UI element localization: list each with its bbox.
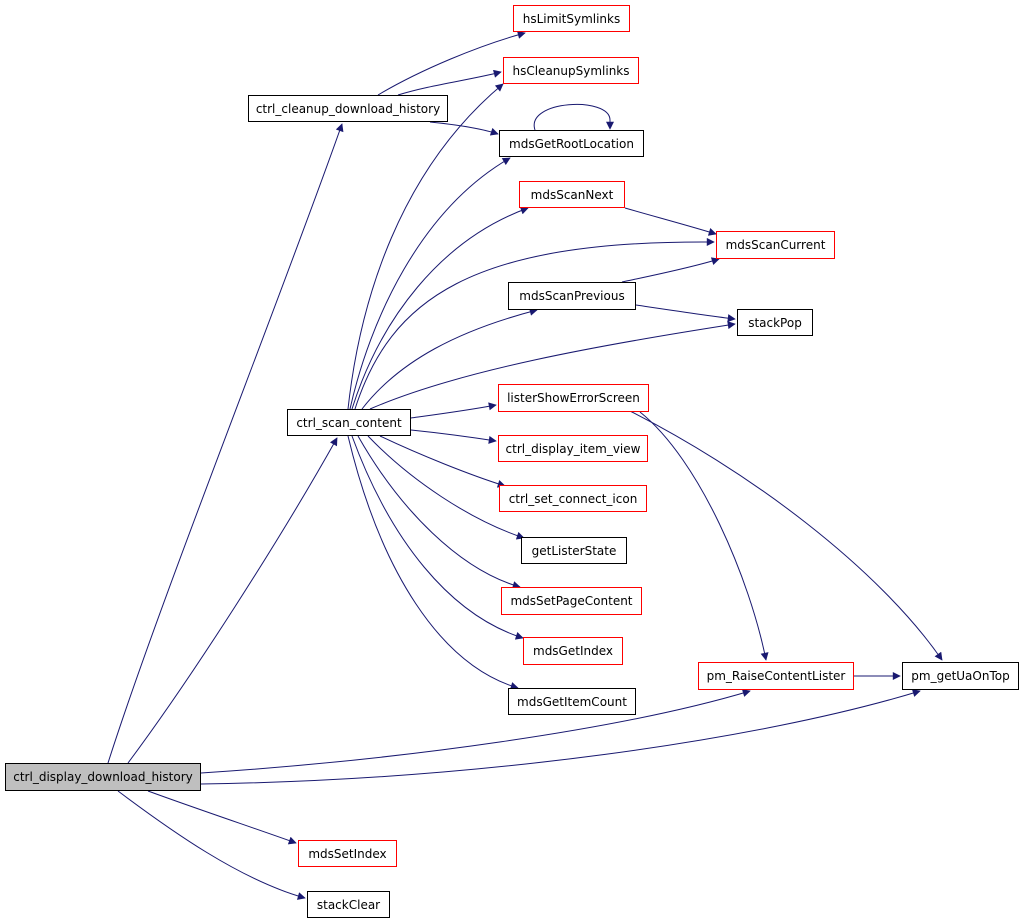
node-label: mdsGetRootLocation (509, 136, 634, 151)
edge-ctrl_scan_content-to-mdsGetIndex (351, 435, 524, 640)
edge-mdsScanNext-to-mdsScanCurrent (624, 207, 717, 236)
edge-ctrl_scan_content-to-listerShowErrorScreen (410, 402, 497, 419)
edge-ctrl_cleanup_download_history-to-hsCleanupSymlinks (397, 69, 502, 96)
node-label: mdsScanPrevious (519, 289, 625, 303)
node-label: ctrl_scan_content (296, 415, 402, 430)
edge-ctrl_display_download_history-to-ctrl_scan_content (127, 437, 338, 764)
node-label: mdsScanCurrent (725, 238, 826, 252)
edge-ctrl_display_download_history-to-stackClear (117, 790, 306, 900)
edge-mdsGetRootLocation-to-mdsGetRootLocation (533, 103, 614, 131)
node-lister-show-error-screen[interactable]: listerShowErrorScreen (498, 384, 649, 412)
edge-ctrl_scan_content-to-ctrl_display_item_view (410, 429, 497, 444)
node-mds-set-index[interactable]: mdsSetIndex (298, 840, 397, 867)
edge-ctrl_scan_content-to-mdsSetPageContent (357, 435, 521, 589)
node-get-lister-state[interactable]: getListerState (521, 537, 627, 564)
node-ctrl-set-connect-icon[interactable]: ctrl_set_connect_icon (499, 485, 647, 512)
edge-ctrl_scan_content-to-mdsScanCurrent (354, 237, 715, 410)
node-label: mdsSetIndex (308, 846, 387, 861)
node-pm-get-ua-on-top[interactable]: pm_getUaOnTop (902, 662, 1019, 690)
edge-ctrl_scan_content-to-mdsGetItemCount (347, 435, 519, 690)
node-pm-raise-content-lister[interactable]: pm_RaiseContentLister (698, 662, 854, 690)
node-label: stackPop (748, 315, 802, 330)
node-label: ctrl_set_connect_icon (508, 491, 638, 506)
edge-ctrl_scan_content-to-mdsScanPrevious (361, 307, 538, 410)
node-ctrl-cleanup-download-history[interactable]: ctrl_cleanup_download_history (248, 95, 448, 122)
node-label: pm_getUaOnTop (911, 669, 1010, 683)
edge-ctrl_scan_content-to-hsCleanupSymlinks (347, 83, 504, 410)
node-label: mdsSetPageContent (510, 594, 633, 608)
node-label: ctrl_cleanup_download_history (255, 101, 441, 116)
node-mds-get-index[interactable]: mdsGetIndex (523, 637, 623, 665)
node-ctrl-scan-content[interactable]: ctrl_scan_content (287, 409, 411, 436)
edge-ctrl_cleanup_download_history-to-hsLimitSymlinks (377, 30, 526, 96)
node-label: ctrl_display_item_view (505, 441, 641, 456)
node-label: listerShowErrorScreen (507, 391, 640, 405)
node-hs-cleanup-symlinks[interactable]: hsCleanupSymlinks (503, 57, 639, 84)
node-label: hsLimitSymlinks (522, 11, 621, 26)
edge-ctrl_cleanup_download_history-to-mdsGetRootLocation (429, 121, 499, 136)
edge-mdsScanPrevious-to-mdsScanCurrent (621, 257, 720, 283)
node-mds-scan-previous[interactable]: mdsScanPrevious (508, 282, 636, 310)
node-mds-set-page-content[interactable]: mdsSetPageContent (501, 587, 642, 615)
node-label: pm_RaiseContentLister (706, 669, 846, 683)
node-mds-scan-current[interactable]: mdsScanCurrent (716, 231, 835, 259)
node-label: mdsScanNext (530, 187, 614, 202)
node-mds-get-root-location[interactable]: mdsGetRootLocation (499, 130, 644, 157)
edge-ctrl_scan_content-to-mdsGetRootLocation (349, 157, 511, 410)
node-label: ctrl_display_download_history (13, 770, 193, 784)
edge-ctrl_display_download_history-to-mdsSetIndex (147, 790, 297, 845)
edge-listerShowErrorScreen-to-pm_RaiseContentLister (639, 411, 769, 661)
node-label: mdsGetIndex (533, 644, 613, 658)
node-label: getListerState (531, 543, 617, 558)
edge-ctrl_scan_content-to-stackPop (369, 321, 736, 410)
node-mds-scan-next[interactable]: mdsScanNext (519, 181, 625, 208)
node-stack-clear[interactable]: stackClear (307, 891, 390, 918)
edge-ctrl_display_download_history-to-pm_RaiseContentLister (200, 689, 751, 774)
edge-listerShowErrorScreen-to-pm_getUaOnTop (619, 405, 943, 661)
node-label: stackClear (316, 897, 381, 912)
node-mds-get-item-count[interactable]: mdsGetItemCount (508, 688, 636, 715)
node-label: hsCleanupSymlinks (512, 63, 630, 78)
node-ctrl-display-item-view[interactable]: ctrl_display_item_view (498, 435, 648, 462)
node-hs-limit-symlinks[interactable]: hsLimitSymlinks (513, 5, 630, 32)
edge-ctrl_display_download_history-to-pm_getUaOnTop (200, 689, 921, 785)
edge-ctrl_scan_content-to-getListerState (367, 435, 525, 540)
node-stack-pop[interactable]: stackPop (737, 309, 813, 336)
edge-ctrl_display_download_history-to-ctrl_cleanup_download_history (107, 123, 344, 764)
node-ctrl-display-download-history: ctrl_display_download_history (5, 763, 201, 791)
node-label: mdsGetItemCount (517, 694, 627, 709)
edge-mdsScanPrevious-to-stackPop (635, 304, 736, 323)
edge-ctrl_scan_content-to-mdsScanNext (351, 206, 529, 410)
edge-ctrl_scan_content-to-ctrl_set_connect_icon (379, 435, 506, 488)
